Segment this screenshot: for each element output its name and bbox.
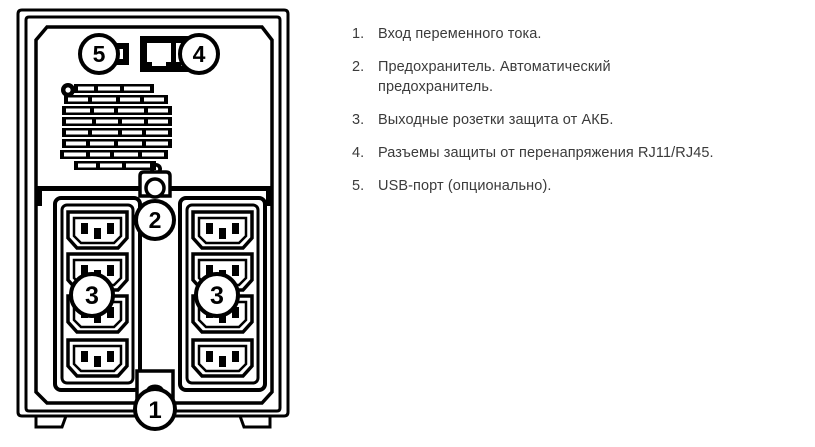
iec-outlet[interactable] (191, 210, 254, 250)
ups-diagram-svg: 5 4 2 3 3 (16, 8, 290, 431)
vent-slat (62, 106, 172, 115)
list-item: 5. USB-порт (опционально). (352, 176, 812, 196)
legend-item-text: USB-порт (опционально). (378, 178, 552, 194)
list-item: 2. Предохранитель. Автоматический предох… (352, 57, 812, 97)
iec-outlet[interactable] (66, 210, 129, 250)
iec-outlet[interactable] (191, 338, 254, 378)
callout-1: 1 (133, 387, 177, 431)
vent-slat (62, 128, 172, 137)
list-item: 4. Разъемы защиты от перенапряжения RJ11… (352, 143, 812, 163)
vent-slat (62, 117, 172, 126)
callout-5-label: 5 (93, 41, 106, 67)
lower-bay-rails (36, 186, 272, 206)
vent-slat (64, 95, 168, 104)
legend-item-number: 4. (352, 145, 365, 161)
callout-2-label: 2 (149, 207, 162, 233)
vent-slat (60, 150, 168, 159)
callout-4-label: 4 (193, 41, 206, 67)
legend-item-number: 5. (352, 178, 365, 194)
list-item: 3. Выходные розетки защита от АКБ. (352, 110, 812, 130)
list-item: 1. Вход переменного тока. (352, 24, 812, 44)
callout-2: 2 (134, 199, 176, 241)
vent-slat (74, 84, 154, 93)
legend-list: 1. Вход переменного тока. 2. Предохранит… (352, 24, 812, 209)
callout-3-left: 3 (69, 272, 115, 318)
ventilation-grille (60, 83, 172, 175)
callout-3-left-label: 3 (85, 282, 99, 310)
legend-item-text: Разъемы защиты от перенапряжения RJ11/RJ… (378, 145, 714, 161)
iec-outlet[interactable] (66, 338, 129, 378)
callout-markers: 5 4 2 3 3 (69, 33, 240, 431)
legend-item-text: Выходные розетки защита от АКБ. (378, 112, 614, 128)
legend-item-number: 1. (352, 26, 365, 42)
vent-slat (74, 161, 156, 170)
callout-5: 5 (78, 33, 120, 75)
vent-slat (62, 139, 172, 148)
legend-item-number: 2. (352, 59, 365, 75)
callout-3-right: 3 (194, 272, 240, 318)
legend-item-number: 3. (352, 112, 365, 128)
legend-item-text: Вход переменного тока. (378, 26, 542, 42)
callout-3-right-label: 3 (210, 282, 224, 310)
legend-item-text: Предохранитель. Автоматический предохран… (378, 59, 611, 95)
ups-rear-panel-illustration: 5 4 2 3 3 (0, 0, 340, 442)
chassis-feet (34, 414, 272, 429)
circuit-breaker[interactable] (138, 170, 172, 199)
callout-1-label: 1 (148, 397, 161, 424)
callout-4: 4 (178, 33, 220, 75)
